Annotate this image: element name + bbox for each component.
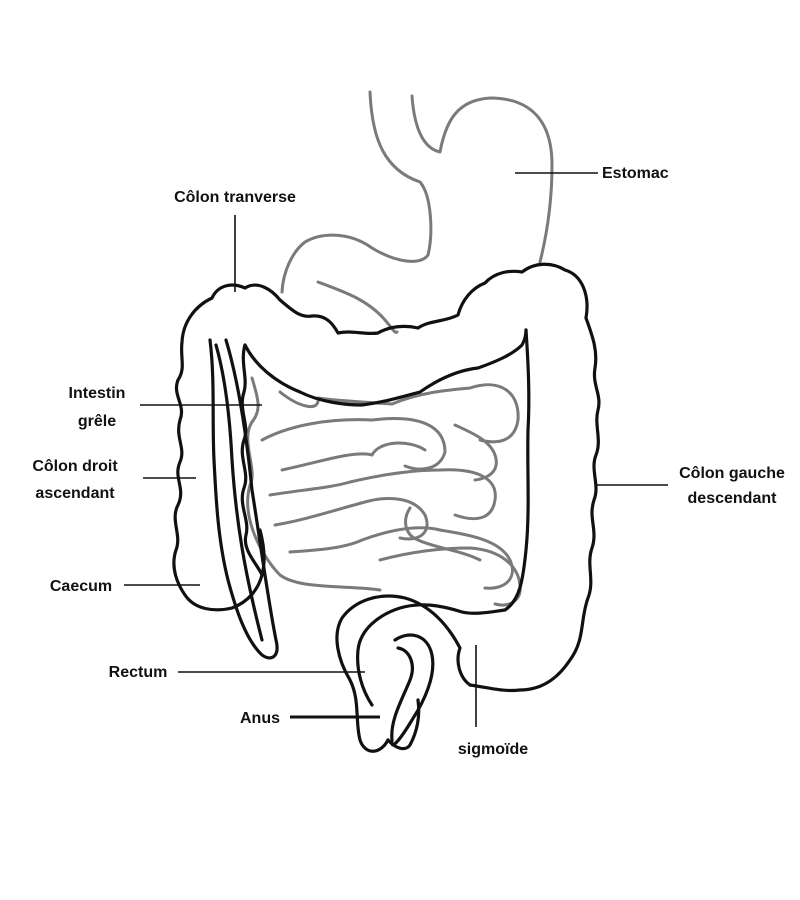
leader-lines xyxy=(124,172,668,727)
label-anus: Anus xyxy=(240,710,280,727)
label-colon-gauche-line1: Côlon gauche xyxy=(679,465,785,482)
label-colon-droit-line2: ascendant xyxy=(35,485,115,502)
label-intestin-line1: Intestin xyxy=(69,385,126,402)
small-intestine xyxy=(246,376,522,607)
label-colon-transverse: Côlon tranverse xyxy=(174,189,296,206)
label-caecum: Caecum xyxy=(50,578,112,595)
label-colon-droit-line1: Côlon droit xyxy=(32,458,118,475)
label-intestin-line2: grêle xyxy=(78,413,116,430)
label-colon-gauche-line2: descendant xyxy=(688,490,778,507)
label-estomac: Estomac xyxy=(602,165,669,182)
stomach-outline xyxy=(280,90,554,334)
label-sigmoide: sigmoïde xyxy=(458,741,528,758)
large-intestine xyxy=(172,262,601,753)
labels: Côlon tranverse Estomac Intestin grêle C… xyxy=(32,165,785,758)
label-rectum: Rectum xyxy=(109,664,168,681)
